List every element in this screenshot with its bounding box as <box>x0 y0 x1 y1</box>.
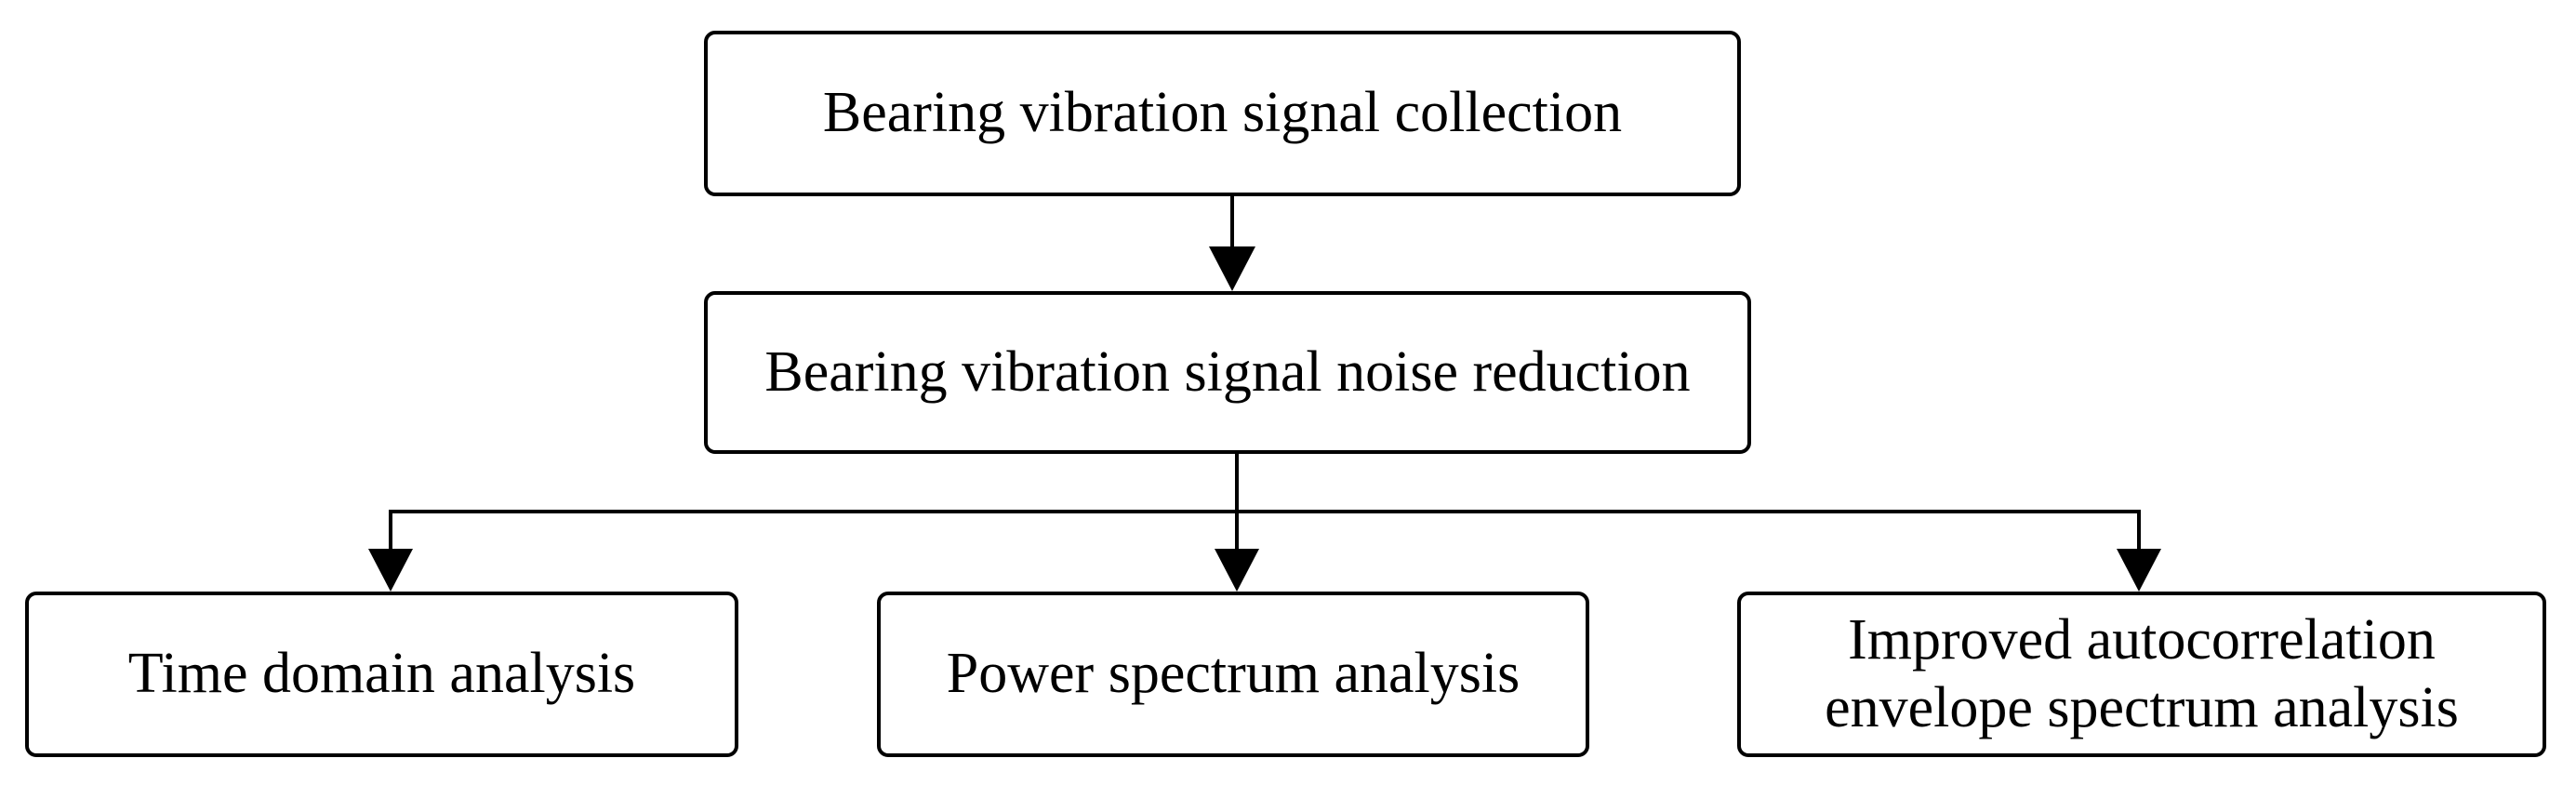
node-signal-collection-label: Bearing vibration signal collection <box>822 81 1623 145</box>
arrowhead-autocorr <box>2117 549 2161 592</box>
node-autocorrelation-line-2: envelope spectrum analysis <box>1825 676 2459 739</box>
node-power-spectrum-analysis: Power spectrum analysis <box>877 592 1589 757</box>
arrowhead-power <box>1215 549 1259 592</box>
arrowhead-noise <box>1209 246 1255 291</box>
node-signal-collection: Bearing vibration signal collection <box>704 31 1741 196</box>
node-autocorrelation-line-1: Improved autocorrelation <box>1848 607 2436 672</box>
arrowhead-time <box>368 549 413 592</box>
node-time-domain-analysis: Time domain analysis <box>25 592 738 757</box>
node-noise-reduction: Bearing vibration signal noise reduction <box>704 291 1751 454</box>
node-autocorrelation-envelope-analysis: Improved autocorrelation envelope spectr… <box>1737 592 2546 757</box>
node-time-domain-analysis-label: Time domain analysis <box>127 642 636 706</box>
node-noise-reduction-label: Bearing vibration signal noise reduction <box>764 339 1691 404</box>
node-power-spectrum-analysis-label: Power spectrum analysis <box>946 642 1520 706</box>
